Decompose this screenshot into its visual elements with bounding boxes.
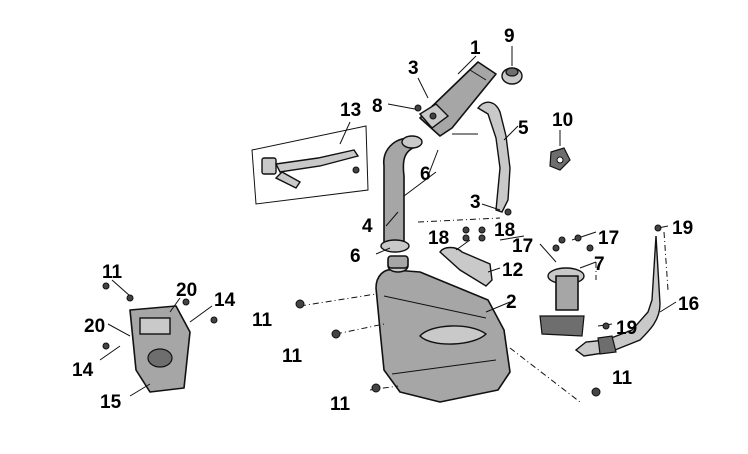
callout-numbers: 1 9 3 8 5 10 13 6 4 6 3 18 18 12 17 17 7… <box>72 26 699 415</box>
callout-17: 17 <box>512 236 533 257</box>
part-rubber-clip <box>549 147 571 171</box>
callout-11: 11 <box>252 310 273 331</box>
callout-5: 5 <box>518 118 529 139</box>
callout-8: 8 <box>372 96 383 117</box>
callout-10: 10 <box>552 110 573 131</box>
callout-1: 1 <box>470 38 481 59</box>
bolts <box>102 104 662 397</box>
part-skid-guard <box>129 305 191 393</box>
callout-13: 13 <box>340 100 361 121</box>
callout-19: 19 <box>672 218 693 239</box>
callout-19: 19 <box>616 318 637 339</box>
part-fuel-line <box>574 235 661 357</box>
callout-3: 3 <box>408 58 419 79</box>
part-neck-clamp <box>418 103 450 129</box>
callout-20: 20 <box>176 280 197 301</box>
callout-3: 3 <box>470 192 481 213</box>
callout-6: 6 <box>420 164 431 185</box>
callout-17: 17 <box>598 228 619 249</box>
callout-15: 15 <box>100 392 122 413</box>
callout-18: 18 <box>494 220 515 241</box>
callout-11: 11 <box>330 394 351 415</box>
part-breather-hose <box>476 101 511 213</box>
part-filler-cap <box>501 67 523 85</box>
callout-14: 14 <box>214 290 236 311</box>
callout-2: 2 <box>506 292 517 313</box>
part-fuel-pump <box>539 267 585 337</box>
callout-12: 12 <box>502 260 523 281</box>
part-vent-hose-assembly <box>251 125 369 205</box>
callout-18: 18 <box>428 228 449 249</box>
callout-6: 6 <box>350 246 361 267</box>
alignment-lines <box>299 217 669 403</box>
part-fuel-tank <box>375 255 511 403</box>
callout-4: 4 <box>362 216 373 237</box>
part-sender-bracket <box>439 246 493 287</box>
callout-20: 20 <box>84 316 105 337</box>
callout-16: 16 <box>678 294 699 315</box>
callout-11: 11 <box>102 262 123 283</box>
callout-9: 9 <box>504 26 515 47</box>
callout-14: 14 <box>72 360 94 381</box>
callout-7: 7 <box>594 254 605 275</box>
callout-11: 11 <box>612 368 633 389</box>
callout-leader-lines <box>99 46 677 397</box>
callout-11: 11 <box>282 346 303 367</box>
part-filler-hose <box>383 135 423 245</box>
